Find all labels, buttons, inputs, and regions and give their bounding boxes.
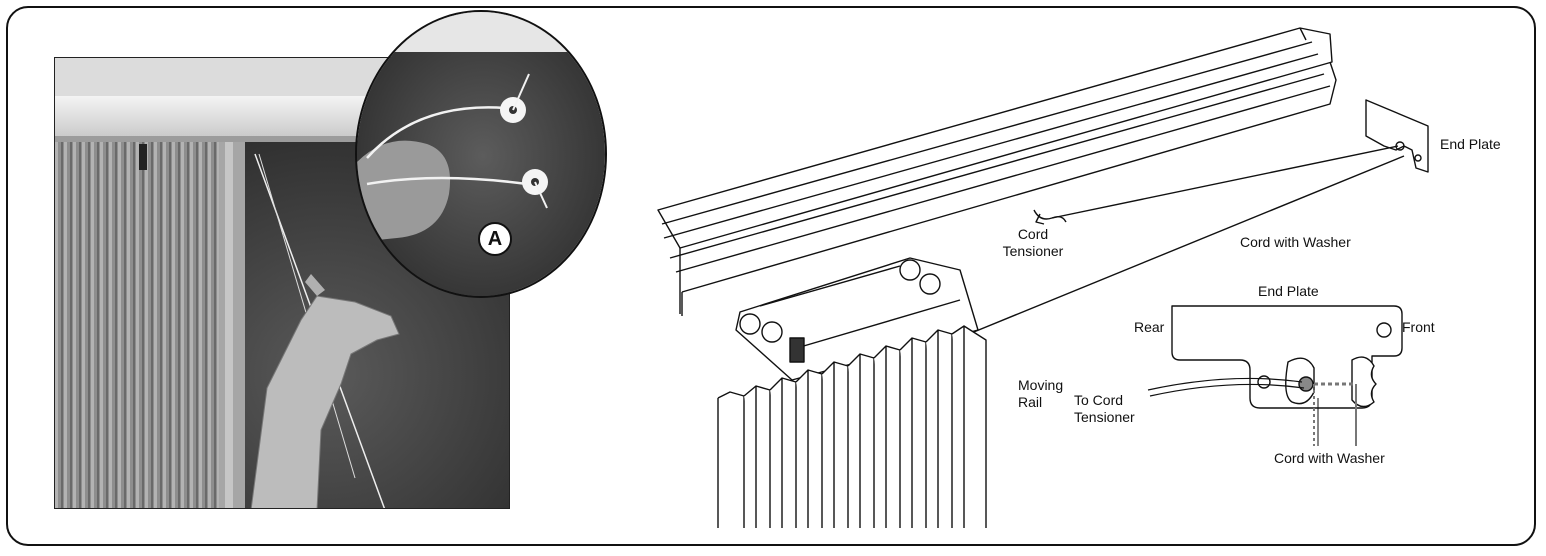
cord-upper [1051, 145, 1399, 219]
end-plate-top [1365, 99, 1429, 173]
label-cord-tensioner: Cord Tensioner [1002, 226, 1064, 259]
label-end-plate-detail: End Plate [1258, 283, 1319, 299]
cord-with-washer-line [963, 155, 1405, 337]
label-cord-with-washer-bottom: Cord with Washer [1274, 450, 1385, 466]
headrail [657, 27, 1337, 316]
end-plate-detail [1147, 305, 1403, 446]
label-to-cord-tensioner: To Cord Tensioner [1074, 392, 1135, 425]
closeup-inset [355, 10, 607, 298]
callout-badge-a: A [478, 222, 512, 256]
moving-rail [735, 257, 979, 381]
cord-tensioner [1033, 209, 1067, 225]
vertical-vanes [717, 325, 987, 528]
washer-closeup [357, 12, 605, 296]
label-moving-rail: Moving Rail [1018, 377, 1064, 410]
label-end-plate-top: End Plate [1440, 136, 1501, 152]
figure-frame [6, 6, 1536, 546]
label-front: Front [1402, 319, 1435, 335]
label-cord-with-washer-top: Cord with Washer [1240, 234, 1351, 250]
label-rear: Rear [1134, 319, 1165, 335]
